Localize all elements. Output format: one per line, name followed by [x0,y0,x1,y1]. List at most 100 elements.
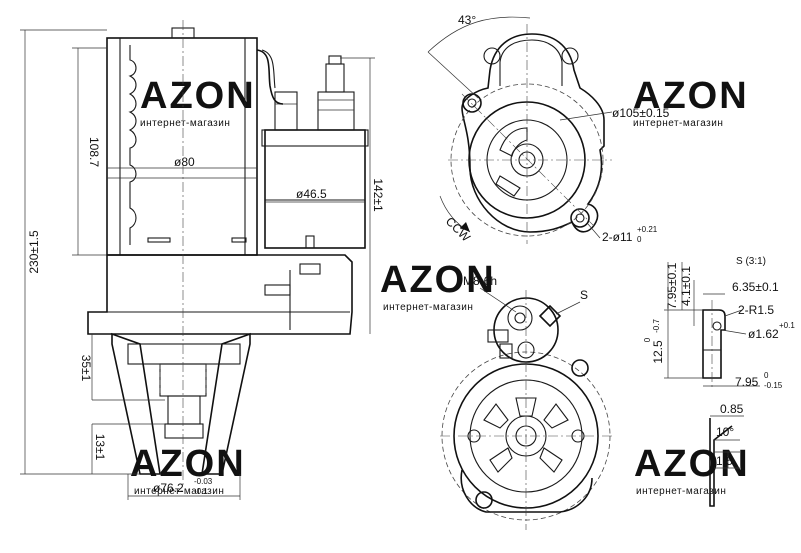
dim-terminal-height: 7.95±0.1 [665,262,679,309]
solenoid-cap [261,129,369,147]
terminal-stud [325,63,345,93]
watermark-tagline: интернет-магазин [383,302,473,313]
terminal-stud-end [514,312,526,324]
lead-clip [499,343,513,359]
mount-hole [570,208,590,228]
watermark-top-center: AZON интернет-магазин [140,75,254,129]
dim-solenoid-diameter: ø46.5 [296,187,327,201]
rotation-arrowhead [460,222,470,232]
terminal-bottom-tol-upper: 0 [764,371,769,380]
pinion-teeth [164,423,204,439]
detail-title: S (3:1) [736,256,766,267]
bolt-circle [450,83,604,237]
nose-left [111,332,161,475]
detail-s: S (3:1) 7.95±0.1 4.1±0.1 6.35±0.1 2-R1.5… [643,256,795,507]
pilot-tol-lower: -0.1 [194,487,208,496]
dim-blade-tip: 1.5 [716,454,733,468]
pinion-tooth [495,175,521,197]
s-terminal [538,304,562,328]
watermark-mid: AZON интернет-магазин [380,259,496,313]
terminal-length-tol-lower: -0.7 [652,319,661,333]
rear-rib [515,397,537,417]
blade-profile [709,418,733,507]
housing-slot [147,237,171,243]
side-view: 230±1.5 108.7 ø80 ø46.5 142±1 35±1 13±1 … [20,20,385,500]
dim-overall-length: 230±1.5 [27,230,41,274]
watermark-brand: AZON [130,443,246,485]
terminal-bottom-tol-lower: -0.15 [764,381,783,390]
dim-detail-marker: S [580,288,588,302]
leader-radius [724,309,743,317]
dim-terminal-width: 6.35±0.1 [732,280,779,294]
terminal-nut [507,305,533,331]
watermark-brand: AZON [634,443,750,485]
leader-thread [479,287,517,313]
dim-blade-angle: 10° [716,425,734,439]
watermark-group: AZON интернет-магазин AZON интернет-мага… [130,75,750,497]
housing-slot [231,237,247,243]
watermark-tagline: интернет-магазин [140,118,230,129]
drive-housing [87,254,353,335]
brush-profile [128,45,137,245]
centerline-diag [461,93,595,227]
angle-leg [427,51,479,99]
dim-housing-length: 108.7 [87,137,101,167]
wire-lead-outline [261,49,276,89]
rear-rib [539,447,563,473]
solenoid-boss [499,39,563,86]
dim-mount-holes: 2-ø11 +0.21 0 [602,225,658,244]
dim-terminal-radius: 2-R1.5 [738,303,774,317]
boss-hole [561,47,579,65]
dim-rotation-angle: 43° [458,13,476,27]
watermark-bottom-right: AZON интернет-магазин [634,443,750,497]
mount-holes-tol-upper: +0.21 [637,225,658,234]
mount-boss [264,284,291,296]
solenoid-bottom-nut [299,263,321,275]
rear-rib [543,403,569,429]
angle-arc [427,16,531,53]
leader-mount-holes [587,223,601,239]
mount-hole-inner [467,98,477,108]
terminal-length-value: 12.5 [651,340,665,364]
dim-pilot-diameter: ø76.2 -0.03 -0.1 [153,477,213,496]
terminal-hole-tol: +0.1 [779,321,795,330]
terminal-hole-value: ø1.62 [748,327,779,341]
pinion-collar [127,343,241,365]
wire-lead [256,49,284,105]
watermark-brand: AZON [633,75,749,117]
motor-housing [106,37,258,256]
dim-solenoid-length: 142±1 [371,178,385,212]
mount-holes-tol-lower: 0 [637,235,642,244]
pilot-tol-upper: -0.03 [194,477,213,486]
dim-terminal-length: 12.5 0 -0.7 [643,319,665,364]
mount-hole-inner [575,213,585,223]
solenoid-terminal-small [274,91,298,131]
dim-terminal-offset: 4.1±0.1 [679,266,693,306]
leader-bolt-circle [559,111,613,121]
watermark-tagline: интернет-магазин [633,118,723,129]
rear-mount-hole [571,359,589,377]
pinion-gear [167,395,201,425]
pilot-diameter-value: ø76.2 [153,481,184,495]
rear-rib [483,403,509,429]
solenoid-terminal-main [317,91,355,131]
dim-terminal-bottom: 7.95 0 -0.15 [735,371,783,390]
terminal-hole [712,321,722,331]
boss-hole [483,47,501,65]
rear-flange [460,469,593,513]
dim-rotation-direction: CCW [443,214,474,245]
terminal-bottom-value: 7.95 [735,375,759,389]
dim-blade-thickness: 0.85 [720,402,744,416]
leader-s [555,301,581,315]
watermark-brand: AZON [380,259,496,301]
watermark-tagline: интернет-магазин [134,486,224,497]
dim-flange-to-pinion: 35±1 [79,355,93,382]
dim-terminal-hole: ø1.62 +0.1 [748,321,795,341]
leader-hole [721,329,747,335]
dim-body-diameter: ø80 [174,155,195,169]
solenoid-bottom-stud [305,235,315,249]
dim-bolt-circle: ø105±0.15 [612,106,670,120]
lead-bracket [487,329,509,343]
mount-hole [462,93,482,113]
